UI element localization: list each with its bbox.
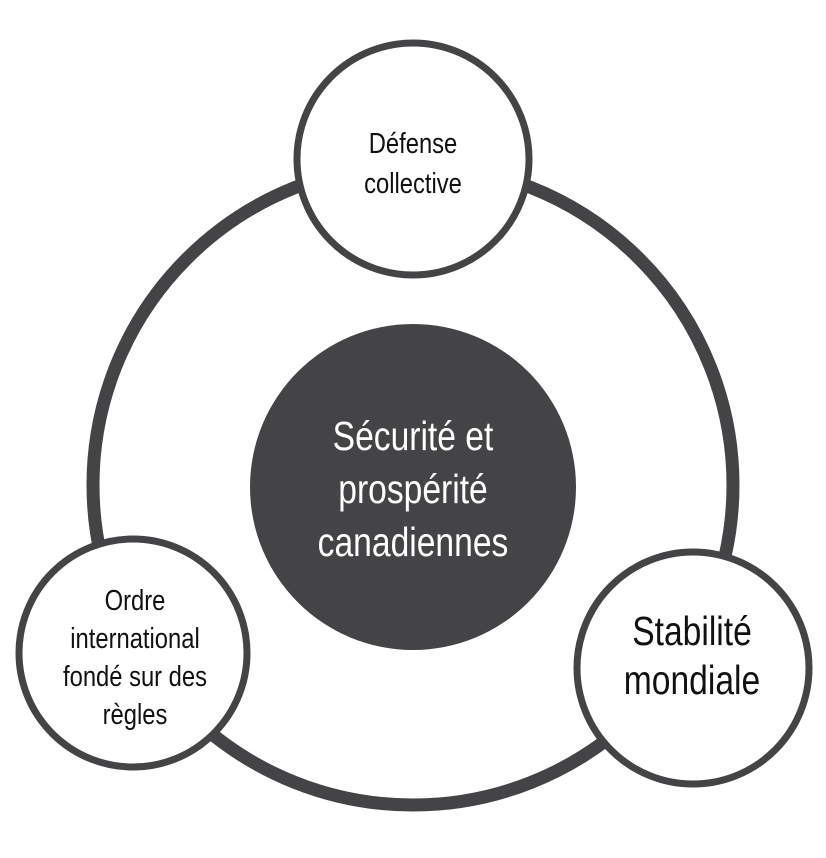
node-ordre-international: Ordre international fondé sur des règles: [15, 535, 251, 771]
node-stabilite-mondiale: Stabilité mondiale: [573, 548, 813, 788]
center-label: Sécurité et prospérité canadiennes: [318, 413, 509, 565]
node-left-line-3: fondé sur des: [63, 660, 207, 693]
node-left-line-4: règles: [103, 698, 168, 731]
node-left-line-1: Ordre: [105, 584, 166, 617]
center-line-2: prospérité: [338, 466, 487, 512]
node-right-line-2: mondiale: [624, 657, 760, 703]
node-defense-collective: Défense collective: [293, 39, 533, 279]
node-top-line-1: Défense: [369, 127, 458, 160]
center-circle: [250, 324, 576, 650]
center-line-3: canadiennes: [318, 519, 509, 565]
node-top-line-2: collective: [364, 167, 462, 200]
node-left-line-2: international: [70, 622, 199, 655]
node-right-line-1: Stabilité: [632, 608, 752, 654]
center-line-1: Sécurité et: [333, 413, 494, 459]
